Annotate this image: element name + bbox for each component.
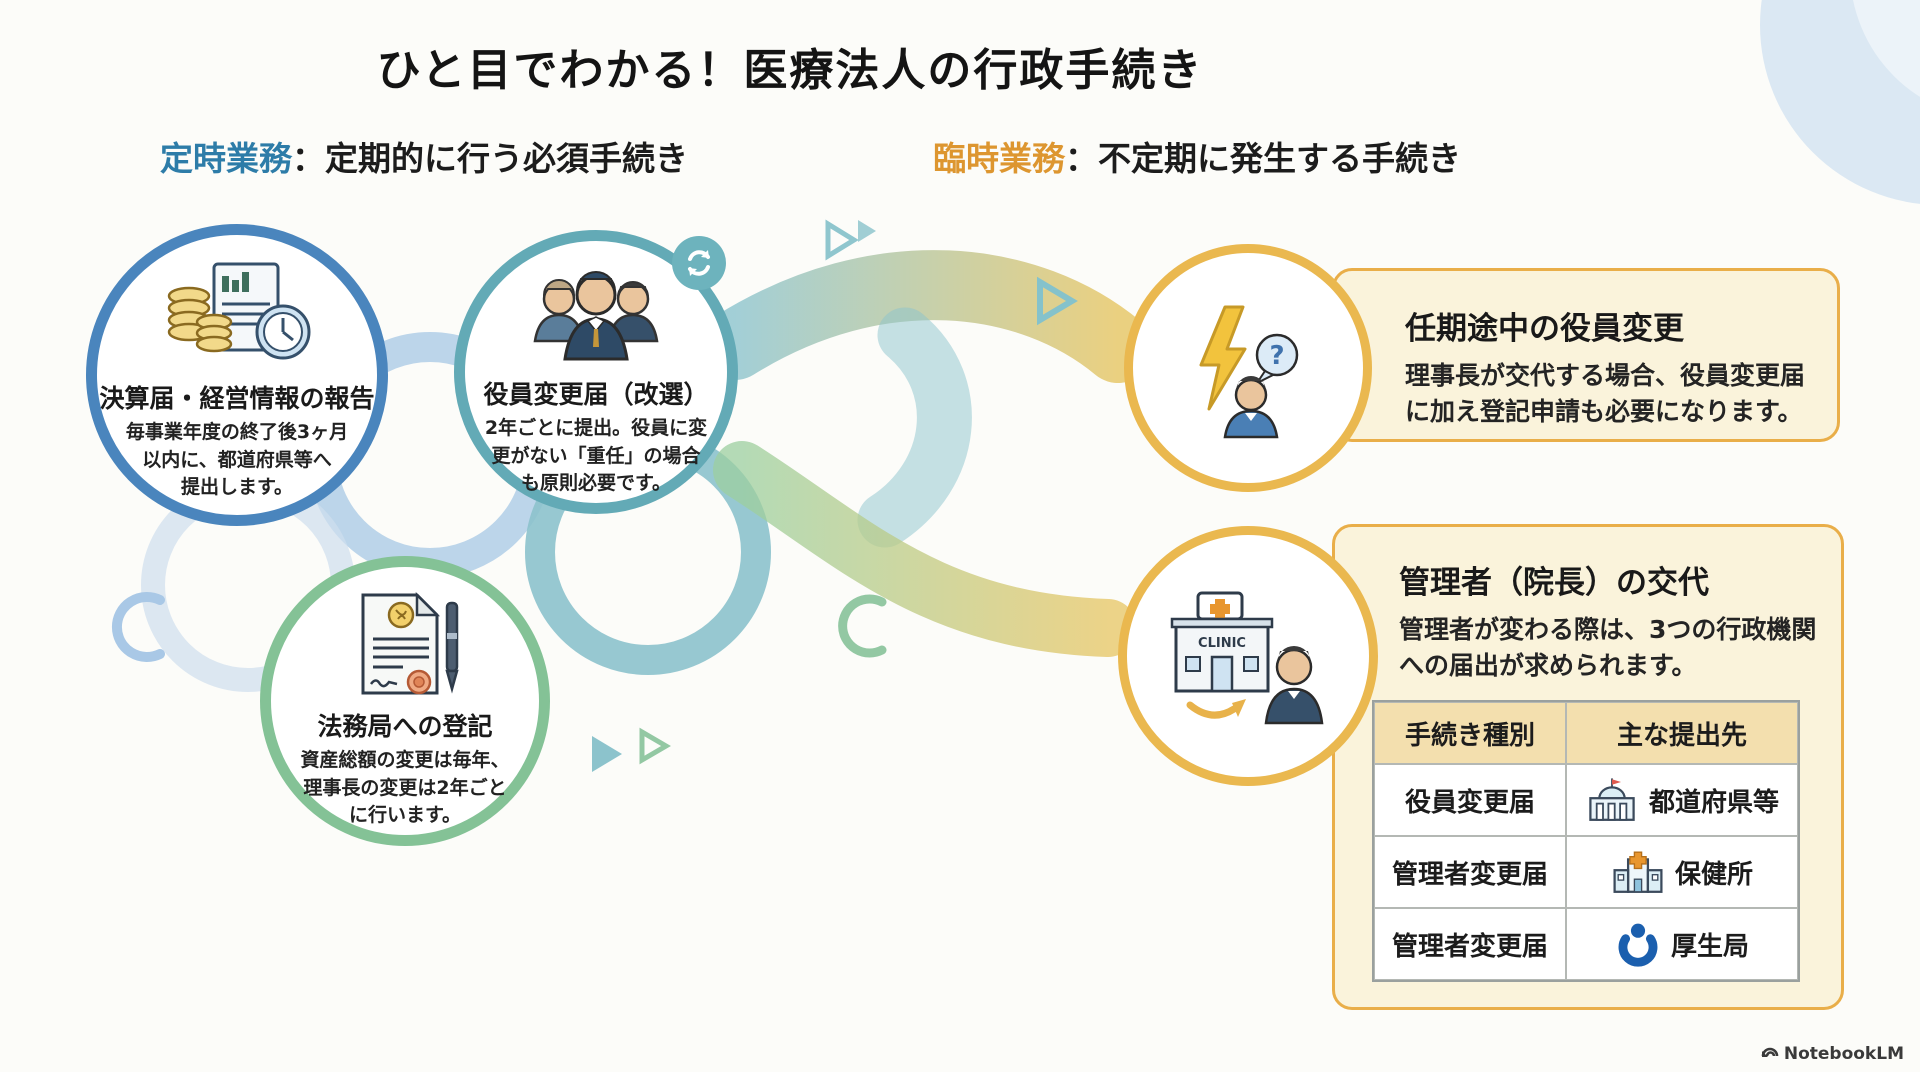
executives-icon [521, 263, 671, 367]
table-row-procedure: 管理者変更届 [1374, 908, 1566, 980]
destination-label: 厚生局 [1670, 931, 1749, 962]
submission-table: 手続き種別 主な提出先 役員変更届 都道府県等 管理者変更届 [1372, 700, 1800, 982]
table-row-destination: 厚生局 [1566, 908, 1798, 980]
step-body: 毎事業年度の終了後3ヶ月 以内に、都道府県等へ 提出します。 [125, 421, 349, 499]
table-row-destination: 保健所 [1566, 836, 1798, 908]
table-header-procedure: 手続き種別 [1374, 702, 1566, 764]
clinic-sign-text: CLINIC [1198, 636, 1246, 651]
government-building-icon [1585, 776, 1639, 824]
health-center-icon [1611, 848, 1665, 896]
adhoc-section-label: 臨時業務 [933, 139, 1065, 178]
regular-section-header: 定時業務：定期的に行う必須手続き [160, 132, 688, 180]
regular-section-label: 定時業務 [160, 139, 292, 178]
step-title: 法務局への登記 [317, 712, 493, 741]
adhoc-circle-manager-change: CLINIC [1118, 526, 1378, 786]
notebooklm-label: NotebookLM [1783, 1043, 1904, 1064]
step-title: 決算届・経営情報の報告 [99, 384, 375, 413]
clinic-manager-change-icon: CLINIC [1168, 581, 1328, 731]
regular-step-officer-change: 役員変更届（改選） 2年ごとに提出。役員に変 更がない「重任」の場合 も原則必要… [454, 230, 738, 514]
adhoc-section-desc: ：不定期に発生する手続き [1065, 139, 1461, 178]
finance-report-icon [162, 259, 312, 371]
notebooklm-watermark: NotebookLM [1761, 1043, 1904, 1064]
step-title: 役員変更届（改選） [483, 380, 709, 409]
table-row-procedure: 役員変更届 [1374, 764, 1566, 836]
table-header-destination: 主な提出先 [1566, 702, 1798, 764]
card-body: 理事長が交代する場合、役員変更届 に加え登記申請も必要になります。 [1405, 361, 1806, 426]
card-title: 管理者（院長）の交代 [1399, 565, 1709, 601]
notebooklm-logo-icon [1761, 1043, 1779, 1064]
destination-label: 保健所 [1674, 859, 1753, 890]
health-bureau-icon [1615, 921, 1661, 967]
triangle-outline [825, 219, 859, 261]
contract-seal-icon [345, 589, 465, 699]
refresh-icon [672, 236, 726, 290]
adhoc-section-header: 臨時業務：不定期に発生する手続き [933, 132, 1461, 180]
step-body: 2年ごとに提出。役員に変 更がない「重任」の場合 も原則必要です。 [484, 417, 708, 495]
table-row-destination: 都道府県等 [1566, 764, 1798, 836]
svg-text:?: ? [1269, 341, 1284, 371]
page-title: ひと目でわかる！医療法人の行政手続き [376, 45, 1204, 96]
step-body: 資産総額の変更は毎年、 理事長の変更は2年ごと に行います。 [300, 749, 510, 827]
urgent-officer-change-icon: ? [1173, 293, 1323, 443]
destination-label: 都道府県等 [1648, 787, 1779, 818]
adhoc-card-officer-change: 任期途中の役員変更 理事長が交代する場合、役員変更届 に加え登記申請も必要になり… [1332, 268, 1840, 442]
regular-section-desc: ：定期的に行う必須手続き [292, 139, 688, 178]
adhoc-circle-officer-change: ? [1124, 244, 1372, 492]
card-body: 管理者が変わる際は、3つの行政機関 への届出が求められます。 [1399, 615, 1817, 680]
arc-decoration [112, 592, 165, 662]
regular-step-registration: 法務局への登記 資産総額の変更は毎年、 理事長の変更は2年ごと に行います。 [260, 556, 550, 846]
table-row-procedure: 管理者変更届 [1374, 836, 1566, 908]
card-title: 任期途中の役員変更 [1405, 311, 1684, 347]
regular-step-financial-report: 決算届・経営情報の報告 毎事業年度の終了後3ヶ月 以内に、都道府県等へ 提出しま… [86, 224, 388, 526]
